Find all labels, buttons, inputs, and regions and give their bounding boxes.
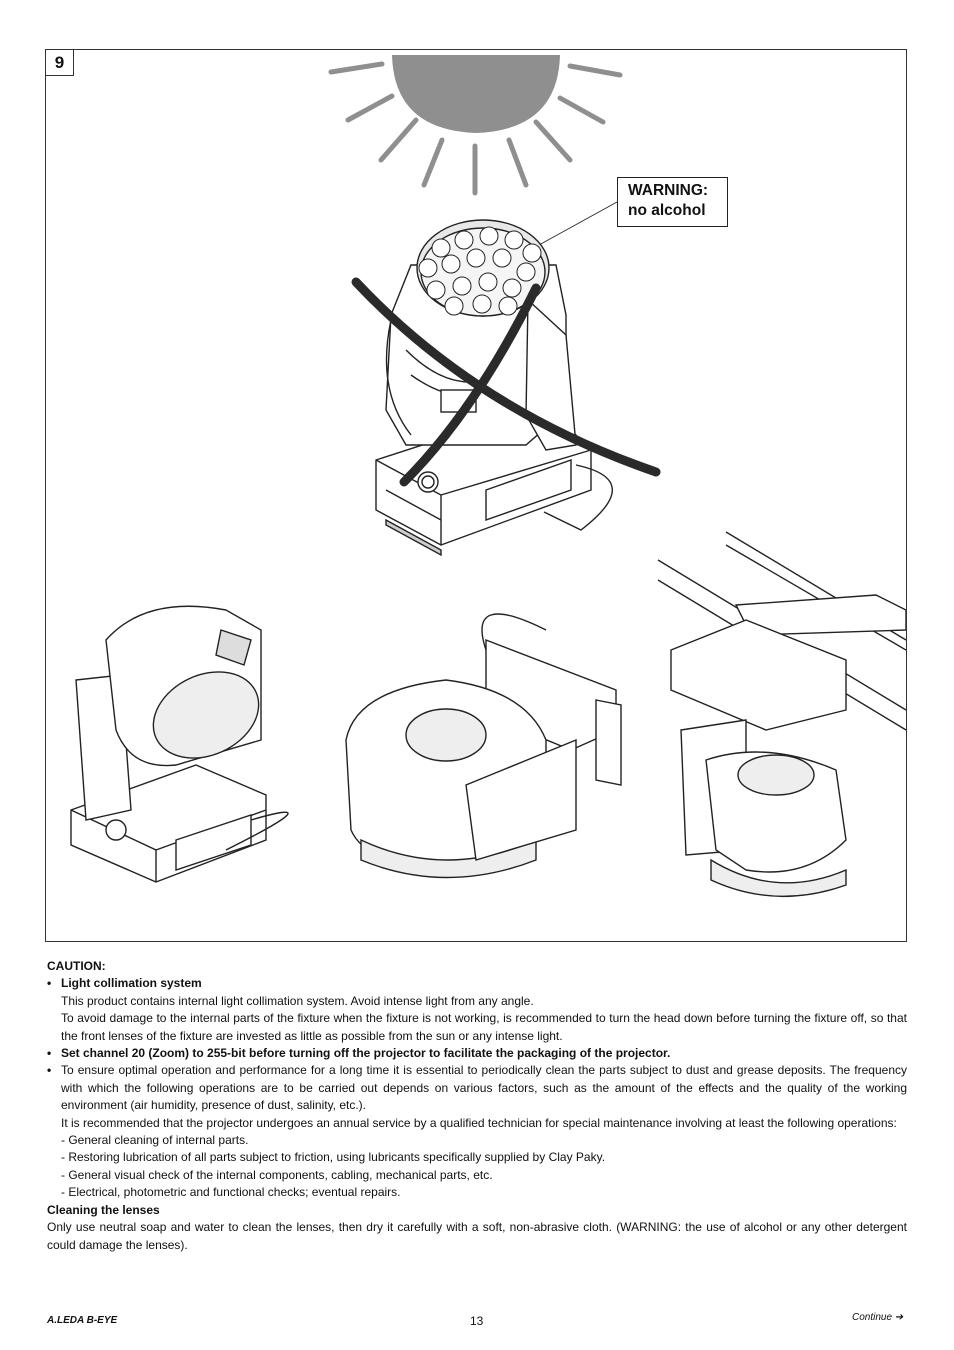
- bullet-cleaning: • To ensure optimal operation and perfor…: [47, 1062, 907, 1201]
- maintenance-text: CAUTION: • Light collimation system This…: [47, 958, 907, 1254]
- operation-item: - Restoring lubrication of all parts sub…: [61, 1150, 606, 1165]
- fixture-bottom-middle: [345, 613, 622, 879]
- fixture-illustration: [70, 55, 906, 897]
- fixture-bottom-left: [70, 605, 289, 883]
- lenses-text: Only use neutral soap and water to clean…: [47, 1220, 907, 1252]
- operation-item: - General cleaning of internal parts.: [61, 1133, 249, 1148]
- bullet-light-collimation: • Light collimation system This product …: [47, 975, 907, 1045]
- sun-icon: [328, 55, 623, 196]
- figure-9: 9 WARNING: no alcohol: [45, 49, 907, 942]
- bullet-dot: •: [47, 976, 52, 991]
- footer-product-name: A.LEDA B-EYE: [47, 1315, 118, 1326]
- bullet-dot: •: [47, 1063, 52, 1078]
- operation-item: - General visual check of the internal c…: [61, 1167, 493, 1182]
- footer-continue: Continue ➔: [852, 1312, 904, 1323]
- bullet2-text: Set channel 20 (Zoom) to 255-bit before …: [61, 1046, 671, 1061]
- bullet3-paragraph-2: It is recommended that the projector und…: [61, 1115, 897, 1130]
- cross-out-mark: [351, 277, 661, 487]
- lenses-heading: Cleaning the lenses: [47, 1202, 160, 1217]
- bullet-dot: •: [47, 1046, 52, 1061]
- fixture-bottom-right: [657, 531, 906, 897]
- operation-item: - Electrical, photometric and functional…: [61, 1185, 401, 1200]
- caution-heading: CAUTION:: [47, 959, 106, 973]
- bullet-zoom-channel: • Set channel 20 (Zoom) to 255-bit befor…: [47, 1045, 907, 1062]
- bullet3-paragraph-1: To ensure optimal operation and performa…: [61, 1063, 907, 1113]
- bullet1-paragraph-1: This product contains internal light col…: [61, 993, 534, 1008]
- warning-line-1: WARNING:: [628, 182, 709, 199]
- bullet1-title: Light collimation system: [61, 976, 202, 991]
- footer-page-number: 13: [470, 1314, 484, 1328]
- warning-line-2: no alcohol: [628, 202, 706, 219]
- fixture-top: [375, 201, 618, 557]
- bullet1-paragraph-2: To avoid damage to the internal parts of…: [61, 1011, 907, 1043]
- figure-number: 9: [46, 50, 74, 76]
- warning-label: WARNING: no alcohol: [617, 177, 728, 227]
